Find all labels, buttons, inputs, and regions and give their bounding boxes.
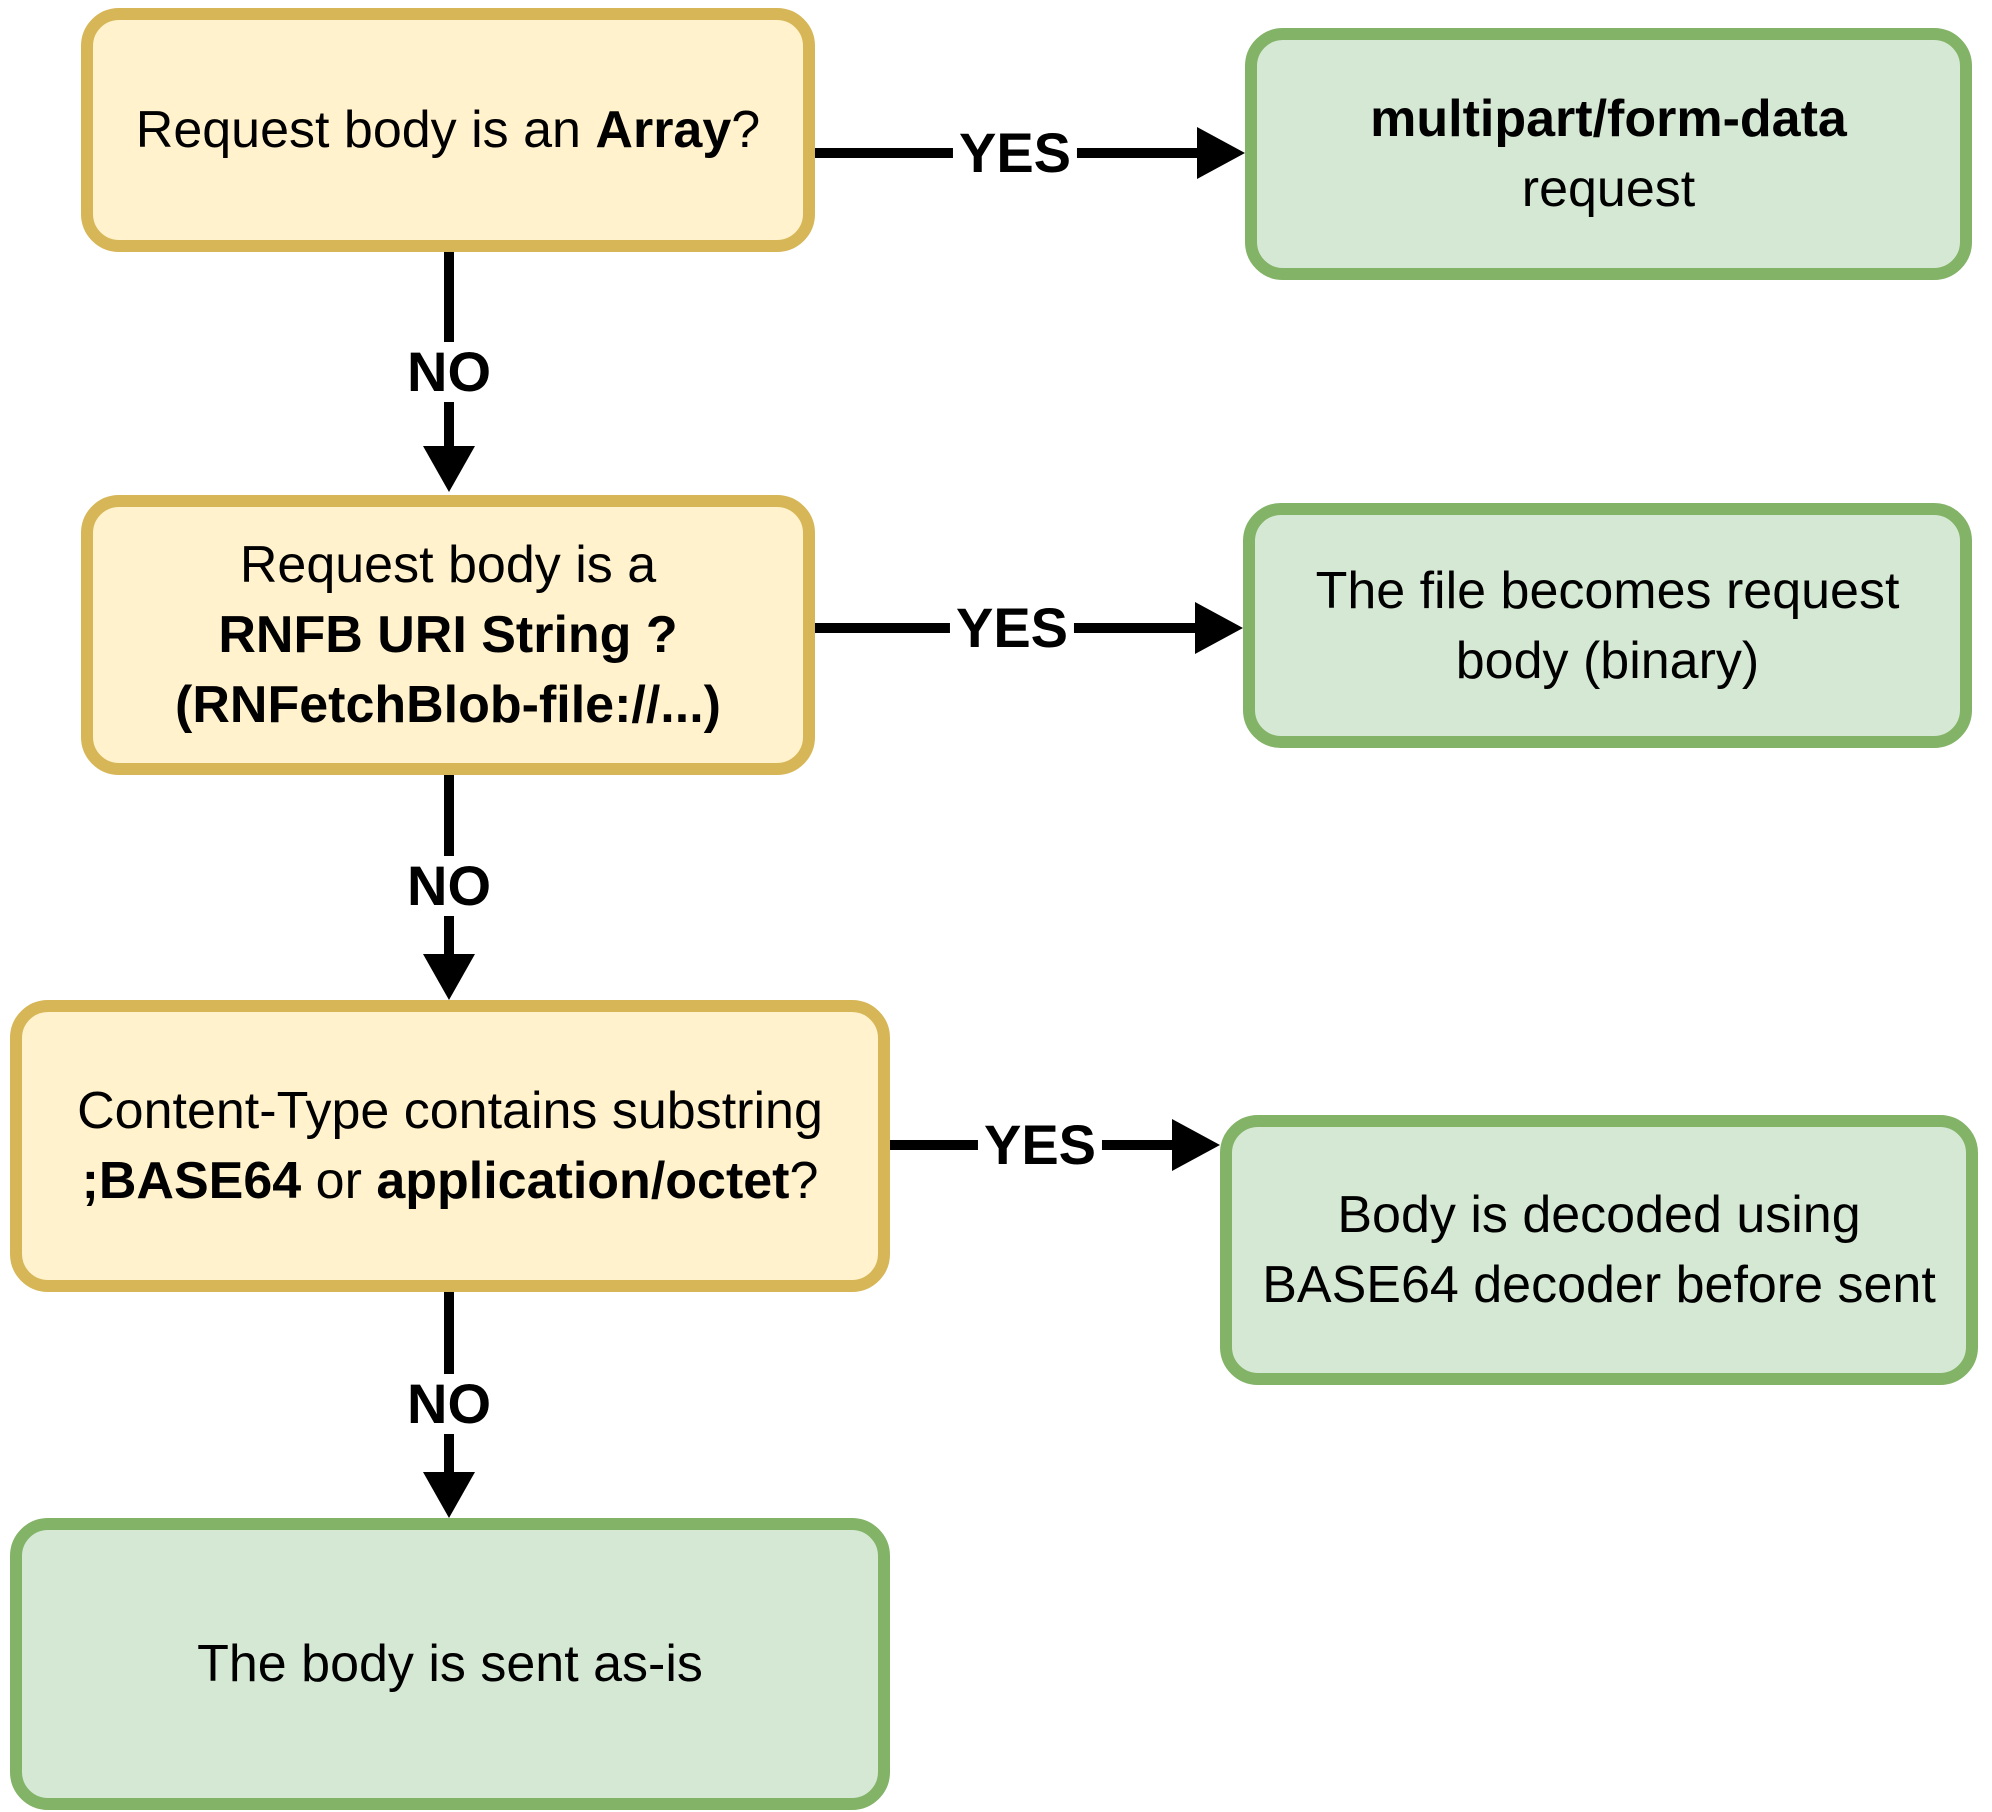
- edge-yes-2-label: YES: [949, 598, 1075, 658]
- text-block: multipart/form-data request: [1370, 84, 1847, 224]
- arrowhead-right-icon: [1195, 602, 1243, 654]
- text-line: request: [1521, 160, 1696, 218]
- decision-box-rnfb-uri-string: Request body is a RNFB URI String ? (RNF…: [81, 495, 815, 775]
- text-block: Request body is a RNFB URI String ? (RNF…: [175, 530, 721, 740]
- text-segment: Request body is an: [135, 101, 596, 159]
- text-segment: Array: [595, 101, 732, 159]
- text-segment: ;BASE64: [81, 1152, 302, 1210]
- text-line: Body is decoded using: [1337, 1186, 1861, 1244]
- arrowhead-down-icon: [423, 954, 475, 1000]
- text-segment: ?: [731, 101, 761, 159]
- decision-box-request-body-array: Request body is an Array?: [81, 8, 815, 252]
- arrowhead-down-icon: [423, 1472, 475, 1518]
- text-line: multipart/form-data: [1370, 90, 1847, 148]
- result-box-body-sent-as-is: The body is sent as-is: [10, 1518, 890, 1810]
- text-line: The file becomes request: [1315, 561, 1900, 620]
- text-line: Request body is an Array?: [136, 95, 760, 165]
- text-block: The file becomes request body (binary): [1316, 556, 1900, 696]
- result-box-file-becomes-body: The file becomes request body (binary): [1243, 503, 1972, 748]
- edge-yes-3-label: YES: [977, 1115, 1103, 1175]
- edge-yes-1-label: YES: [952, 123, 1078, 183]
- result-box-multipart-form-data: multipart/form-data request: [1245, 28, 1972, 280]
- decision-box-content-type-base64: Content-Type contains substring ;BASE64 …: [10, 1000, 890, 1292]
- arrowhead-right-icon: [1197, 127, 1245, 179]
- text-line: ;BASE64 or application/octet?: [77, 1146, 823, 1216]
- text-line: Request body is a: [239, 536, 657, 594]
- result-box-base64-decoded: Body is decoded using BASE64 decoder bef…: [1220, 1115, 1978, 1385]
- edge-no-3-label: NO: [401, 1374, 497, 1434]
- text-line: BASE64 decoder before sent: [1262, 1256, 1936, 1314]
- text-line: The body is sent as-is: [197, 1635, 703, 1693]
- text-block: Body is decoded using BASE64 decoder bef…: [1262, 1180, 1936, 1320]
- arrowhead-down-icon: [423, 446, 475, 492]
- text-line: Content-Type contains substring: [77, 1082, 823, 1140]
- edge-no-2-label: NO: [401, 856, 497, 916]
- text-segment: application/octet: [376, 1152, 790, 1210]
- text-line: (RNFetchBlob-file://...): [175, 676, 721, 734]
- text-segment: or: [301, 1152, 377, 1210]
- text-line: body (binary): [1455, 631, 1760, 690]
- text-block: Content-Type contains substring ;BASE64 …: [77, 1076, 823, 1216]
- text-segment: ?: [789, 1152, 819, 1210]
- edge-no-1-label: NO: [401, 342, 497, 402]
- arrowhead-right-icon: [1172, 1119, 1220, 1171]
- text-line: RNFB URI String ?: [218, 606, 678, 664]
